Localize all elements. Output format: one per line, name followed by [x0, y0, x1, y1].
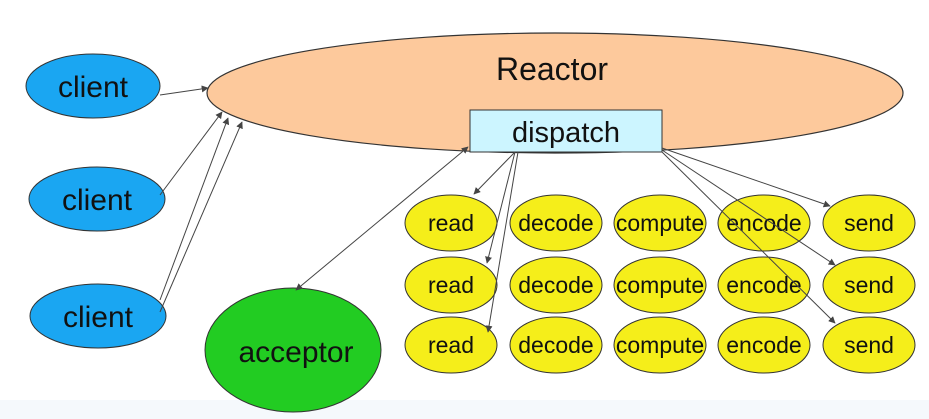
handler-decode-1: decode	[509, 194, 603, 252]
handler-label: encode	[726, 272, 801, 298]
handler-label: compute	[616, 332, 704, 358]
arrow-dispatch-send-1	[661, 147, 831, 208]
handler-label: read	[428, 210, 474, 236]
handler-read-3: read	[404, 316, 498, 374]
handler-compute-1: compute	[613, 194, 707, 252]
connection-arrows	[159, 85, 836, 333]
handler-label: decode	[518, 272, 593, 298]
client-label-1: client	[58, 71, 129, 104]
acceptor-label: acceptor	[238, 336, 353, 369]
handler-read-2: read	[404, 256, 498, 314]
arrow-dispatch-read-1	[473, 151, 516, 195]
handler-decode-3: decode	[509, 316, 603, 374]
dispatch-label: dispatch	[512, 117, 620, 149]
arrow-client1-reactor	[159, 85, 209, 96]
client-node-2: client	[28, 166, 166, 232]
client-node-3: client	[29, 283, 167, 349]
handler-label: compute	[616, 272, 704, 298]
handler-decode-2: decode	[509, 256, 603, 314]
handler-send-3: send	[822, 316, 916, 374]
handler-encode-2: encode	[717, 256, 811, 314]
client-label-2: client	[62, 184, 133, 217]
handler-label: send	[844, 332, 894, 358]
handler-compute-2: compute	[613, 256, 707, 314]
arrow-dispatch-send-3	[661, 151, 836, 324]
acceptor-node: acceptor	[204, 287, 382, 413]
handler-grid: read decode compute encode send read decode com…	[404, 194, 916, 374]
arrow-client2-reactor	[159, 111, 223, 196]
handler-send-1: send	[822, 194, 916, 252]
arrow-dispatch-read-3	[485, 151, 519, 333]
handler-label: send	[844, 272, 894, 298]
client-label-3: client	[63, 301, 134, 334]
handler-compute-3: compute	[613, 316, 707, 374]
reactor-node: Reactor	[206, 32, 904, 154]
arrow-dispatch-acceptor	[295, 146, 469, 291]
arrow-dispatch-read-2	[485, 151, 516, 264]
handler-label: decode	[518, 210, 593, 236]
handler-encode-3: encode	[717, 316, 811, 374]
handler-label: encode	[726, 210, 801, 236]
handler-label: send	[844, 210, 894, 236]
arrow-client3-reactor-a	[159, 117, 230, 301]
dispatch-node: dispatch	[469, 109, 663, 153]
handler-label: read	[428, 332, 474, 358]
arrow-client3-reactor-b	[159, 121, 243, 313]
handler-encode-1: encode	[717, 194, 811, 252]
handler-read-1: read	[404, 194, 498, 252]
handler-label: encode	[726, 332, 801, 358]
handler-label: decode	[518, 332, 593, 358]
bottom-strip	[0, 400, 929, 419]
handler-send-2: send	[822, 256, 916, 314]
handler-label: compute	[616, 210, 704, 236]
client-node-1: client	[25, 53, 161, 119]
handler-label: read	[428, 272, 474, 298]
arrow-dispatch-send-2	[661, 149, 836, 266]
reactor-label: Reactor	[496, 51, 608, 87]
